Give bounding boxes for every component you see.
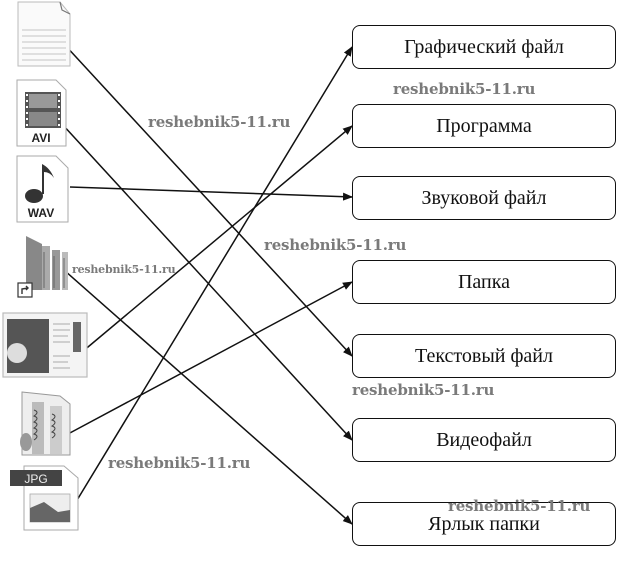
target-label: Текстовый файл	[414, 344, 553, 367]
target-label: Ярлык папки	[428, 512, 540, 535]
jpg-image-file-icon[interactable]: JPG	[10, 465, 79, 531]
picture-document-icon[interactable]	[2, 312, 88, 378]
wav-audio-file-icon[interactable]: WAV	[16, 155, 69, 223]
target-video-file[interactable]: Видеофайл	[352, 418, 616, 462]
target-sound-file[interactable]: Звуковой файл	[352, 176, 616, 220]
connection-arrow-folder-to-folder	[67, 281, 353, 435]
watermark: reshebnik5-11.ru	[72, 263, 176, 276]
avi-video-file-icon[interactable]: AVI	[16, 79, 67, 147]
connection-arrow-text-doc-to-text	[63, 43, 353, 357]
shortcut-arrow-icon	[17, 282, 33, 298]
jpg-label: JPG	[24, 472, 47, 486]
target-graphic-file[interactable]: Графический файл	[352, 25, 616, 69]
connection-arrow-wav-to-sound	[69, 186, 353, 201]
connection-arrow-jpg-to-graphic	[67, 46, 353, 516]
wav-label: WAV	[28, 206, 54, 220]
watermark: reshebnik5-11.ru	[148, 113, 291, 131]
connection-arrow-program-to-shortcut	[63, 269, 353, 525]
watermark: reshebnik5-11.ru	[448, 497, 591, 515]
watermark: reshebnik5-11.ru	[393, 80, 536, 98]
avi-label: AVI	[31, 131, 50, 145]
target-label: Графический файл	[404, 35, 564, 58]
target-label: Программа	[436, 114, 532, 137]
watermark: reshebnik5-11.ru	[264, 236, 407, 254]
text-document-icon[interactable]	[17, 1, 71, 67]
connection-arrow-image-doc-to-program	[81, 125, 353, 353]
program-with-shortcut-icon[interactable]	[17, 236, 68, 298]
target-label: Папка	[457, 270, 511, 293]
watermark: reshebnik5-11.ru	[352, 381, 495, 399]
target-label: Звуковой файл	[421, 186, 547, 209]
folder-icon[interactable]	[20, 391, 71, 456]
target-label: Видеофайл	[436, 428, 532, 451]
target-folder-shortcut[interactable]: Ярлык папки	[352, 502, 616, 546]
target-folder[interactable]: Папка	[352, 260, 616, 304]
target-program[interactable]: Программа	[352, 104, 616, 148]
target-text-file[interactable]: Текстовый файл	[352, 334, 616, 378]
watermark: reshebnik5-11.ru	[108, 454, 251, 472]
connection-arrow-avi-to-video	[61, 123, 353, 441]
